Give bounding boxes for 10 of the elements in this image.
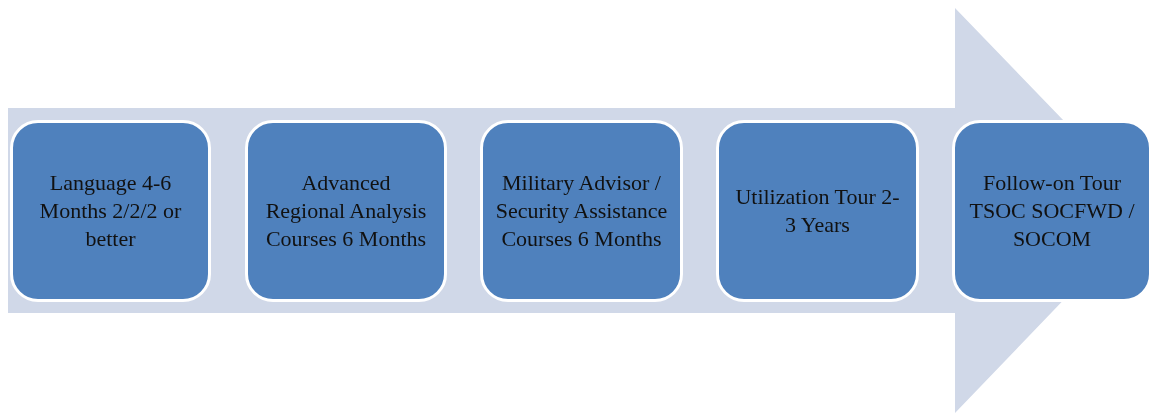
step-box [245, 120, 447, 302]
step-label: Language 4-6 Months 2/2/2 or better [38, 169, 183, 253]
step-box [480, 120, 683, 302]
step-box [952, 120, 1150, 302]
step-label: Advanced Regional Analysis Courses 6 Months [264, 169, 428, 253]
step-box [716, 120, 919, 302]
step-label: Military Advisor / Security Assistance Courses 6 Months [495, 169, 668, 253]
step-label: Follow-on Tour TSOC SOCFWD / SOCOM [968, 169, 1136, 253]
step-label: Utilization Tour 2-3 Years [734, 183, 901, 239]
step-box [10, 120, 211, 302]
